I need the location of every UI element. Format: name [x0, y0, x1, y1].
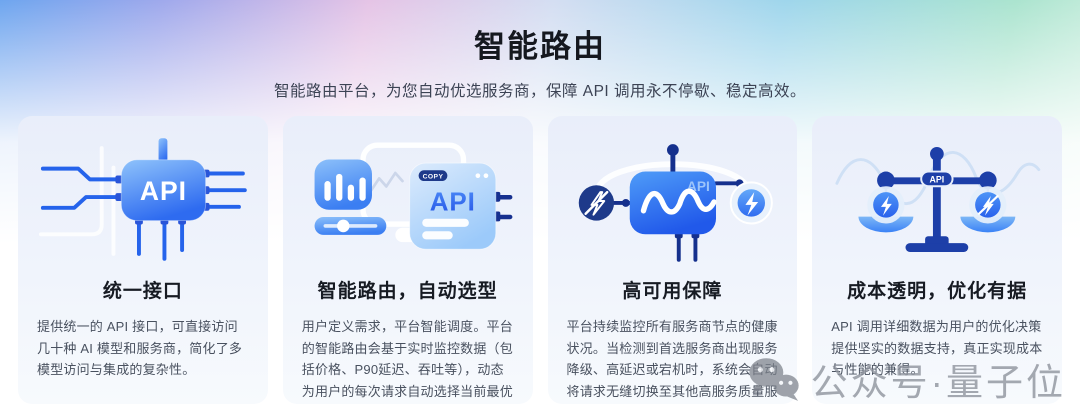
left-pan — [858, 216, 914, 233]
right-pan — [960, 216, 1016, 233]
copy-badge — [418, 170, 448, 182]
performance-weight — [867, 186, 905, 224]
card-dot — [483, 173, 489, 179]
card-dot — [475, 173, 480, 179]
card-body: 平台持续监控所有服务商节点的健康状况。当检测到首选服务商出现服务降级、高延迟或宕… — [566, 319, 778, 399]
card-smart-routing: COPY API 智能路由，自动选型 用户定义需求，平台智能调度。平台的智能路由… — [282, 116, 533, 404]
card-title: 统一接口 — [102, 281, 183, 302]
top-node-dot — [666, 144, 679, 156]
background-curve — [835, 150, 1041, 206]
circuit-trace-lines — [38, 146, 116, 256]
connector-dot — [621, 199, 630, 207]
card-body: 用户定义需求，平台智能调度。平台的智能路由会基于实时监控数据（包括价格、P90延… — [301, 319, 513, 399]
card-body: API 调用详细数据为用户的优化决策提供坚实的数据支持，真正实现成本与性能的兼得… — [831, 319, 1043, 378]
page-title: 智能路由 — [474, 29, 606, 64]
card-title: 高可用保障 — [622, 281, 723, 302]
smart-routing-icon: COPY API — [314, 142, 513, 250]
bolt-icon — [744, 192, 758, 216]
high-availability-icon: API — [567, 128, 779, 270]
bar-chart-bars — [324, 173, 366, 201]
text-line-pill — [421, 231, 453, 240]
api-chip-label: API — [140, 176, 187, 206]
copy-badge-label: COPY — [422, 173, 443, 180]
failed-provider-node — [578, 185, 614, 221]
card-cost-transparency: API 成本透明，优化有据 API 调用详细数据为用户的优化决策提供坚实的数据支… — [812, 116, 1062, 404]
slider-track — [323, 224, 378, 228]
card-unified-interface: API 统一接口 提供统一的 API 接口，可直接访问几十种 AI 模型和服务商… — [18, 116, 268, 404]
wechat-icon — [749, 358, 799, 401]
chip-wires — [40, 166, 247, 261]
card-title: 智能路由，自动选型 — [317, 281, 498, 302]
card-body: 提供统一的 API 接口，可直接访问几十种 AI 模型和服务商，简化了多模型访问… — [37, 319, 243, 378]
text-line-pill — [421, 218, 469, 227]
smart-routing-icon: COPY API — [302, 128, 514, 270]
cost-balance-scale-icon: API — [835, 147, 1041, 252]
api-chip-icon: API — [37, 128, 249, 270]
page-subtitle: 智能路由平台，为您自动优选服务商，保障 API 调用永不停歇、稳定高效。 — [273, 83, 807, 100]
bolt-icon — [881, 196, 893, 216]
watermark-text: 公众号·量子位 — [810, 362, 1066, 403]
card-high-availability: API 高可用保障 平台持续监控所有服务商节点的健康状况。当检测到首选服务商出 — [547, 116, 798, 404]
card-title: 成本透明，优化有据 — [847, 281, 1028, 302]
healthy-provider-node — [729, 181, 773, 225]
api-card-label: API — [429, 187, 475, 217]
api-badge-label: API — [930, 174, 945, 184]
api-chip-icon: API — [38, 138, 247, 261]
api-chip-body — [120, 159, 207, 222]
crossed-bolt-icon — [590, 191, 605, 216]
feature-cards: API 统一接口 提供统一的 API 接口，可直接访问几十种 AI 模型和服务商… — [18, 116, 1062, 404]
cost-weight — [969, 186, 1007, 224]
monitor-chart-line — [368, 171, 404, 194]
chip-top-pin — [158, 138, 168, 164]
monitor-chip — [629, 171, 716, 235]
page-header: 智能路由 智能路由平台，为您自动优选服务商，保障 API 调用永不停歇、稳定高效… — [0, 0, 1080, 101]
signal-wave — [640, 188, 717, 215]
balance-scale-frame — [877, 147, 997, 252]
api-card — [408, 162, 497, 250]
slider-knob — [336, 219, 350, 233]
watermark: 公众号·量子位 — [745, 352, 1066, 406]
high-availability-icon: API — [578, 144, 773, 262]
api-badge — [920, 170, 954, 188]
cost-balance-scale-icon: API — [831, 128, 1043, 270]
